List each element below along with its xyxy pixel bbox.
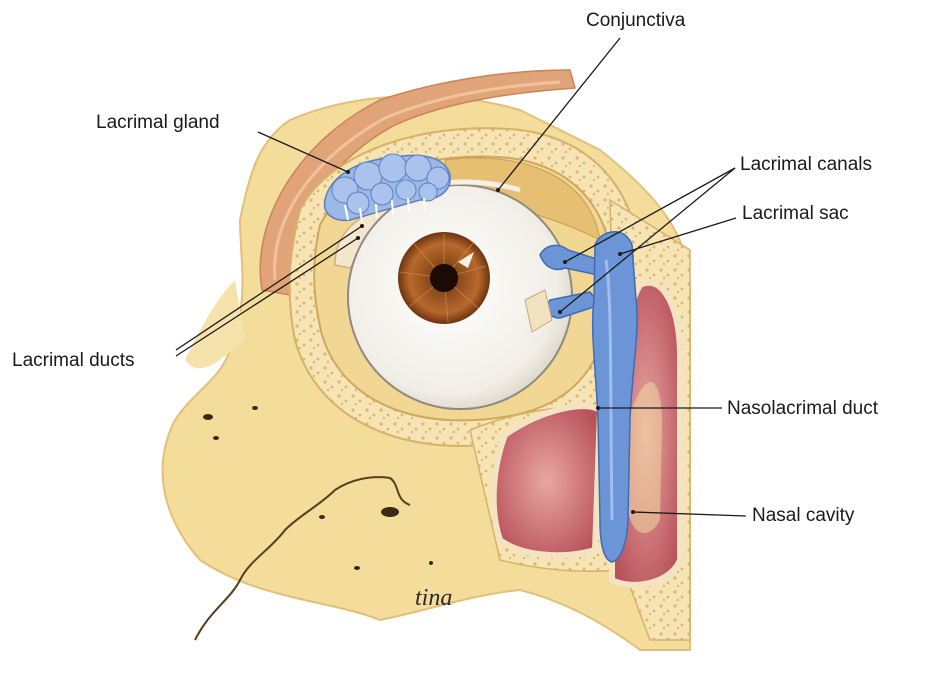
artist-signature: tina (415, 585, 452, 611)
label-lacrimal-ducts: Lacrimal ducts (12, 350, 135, 372)
pupil (430, 264, 458, 292)
label-lacrimal-canals: Lacrimal canals (740, 154, 872, 176)
maxillary-sinus (494, 406, 600, 555)
label-conjunctiva: Conjunctiva (586, 10, 685, 32)
label-nasolacrimal-duct: Nasolacrimal duct (727, 398, 878, 420)
label-lacrimal-gland: Lacrimal gland (96, 112, 220, 134)
label-lacrimal-sac: Lacrimal sac (742, 203, 849, 225)
label-nasal-cavity: Nasal cavity (752, 505, 854, 527)
